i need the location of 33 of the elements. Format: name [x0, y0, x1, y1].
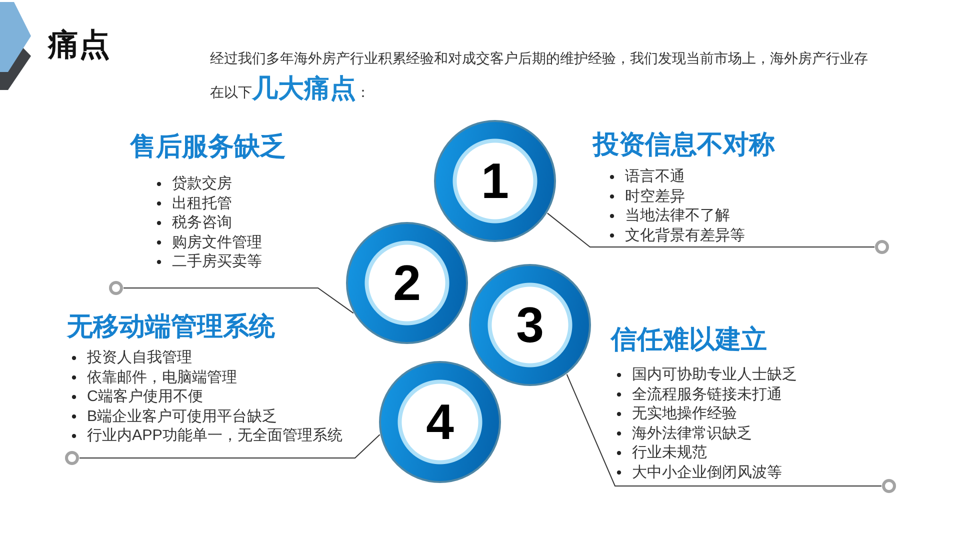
ring-icon — [882, 479, 896, 493]
intro-paragraph: 经过我们多年海外房产行业积累经验和对成交客户后期的维护经验，我们发现当前市场上，海外房产行业存在以下几大痛点： — [210, 49, 869, 105]
list-item: 出租托管 — [156, 194, 232, 213]
list-item: 大中小企业倒闭风波等 — [616, 462, 782, 482]
step-number: 2 — [393, 257, 421, 309]
list-item: 全流程服务链接未打通 — [616, 384, 782, 404]
list-item: 税务咨询 — [156, 213, 232, 232]
ring-icon — [65, 451, 79, 465]
list-item: 国内可协助专业人士缺乏 — [616, 365, 797, 384]
section-heading: 信任难以建立 — [611, 324, 767, 354]
section-heading: 无移动端管理系统 — [67, 311, 275, 341]
page-title: 痛点 — [48, 27, 110, 63]
list-item: 行业未规范 — [616, 443, 707, 462]
section-heading: 投资信息不对称 — [593, 129, 775, 159]
leader-line — [79, 434, 380, 458]
step-number: 3 — [516, 299, 544, 351]
leader-line — [123, 288, 354, 314]
step-number: 1 — [481, 155, 509, 207]
list-item: 文化背景有差异等 — [609, 226, 745, 245]
list-item: 依靠邮件，电脑端管理 — [71, 368, 237, 387]
list-item: 贷款交房 — [156, 174, 232, 194]
ring-icon — [109, 281, 123, 295]
list-item: 时空差异 — [609, 186, 685, 206]
step-number: 4 — [426, 396, 454, 448]
ring-icon — [875, 240, 889, 254]
leader-line — [546, 212, 875, 248]
list-item: 投资人自我管理 — [71, 348, 192, 368]
list-item: B端企业客户可使用平台缺乏 — [71, 406, 278, 426]
list-item: 海外法律常识缺乏 — [616, 424, 752, 443]
leader-line — [566, 374, 882, 486]
section-heading: 售后服务缺乏 — [130, 131, 286, 161]
list-item: C端客户使用不便 — [71, 387, 203, 406]
list-item: 购房文件管理 — [156, 232, 262, 252]
